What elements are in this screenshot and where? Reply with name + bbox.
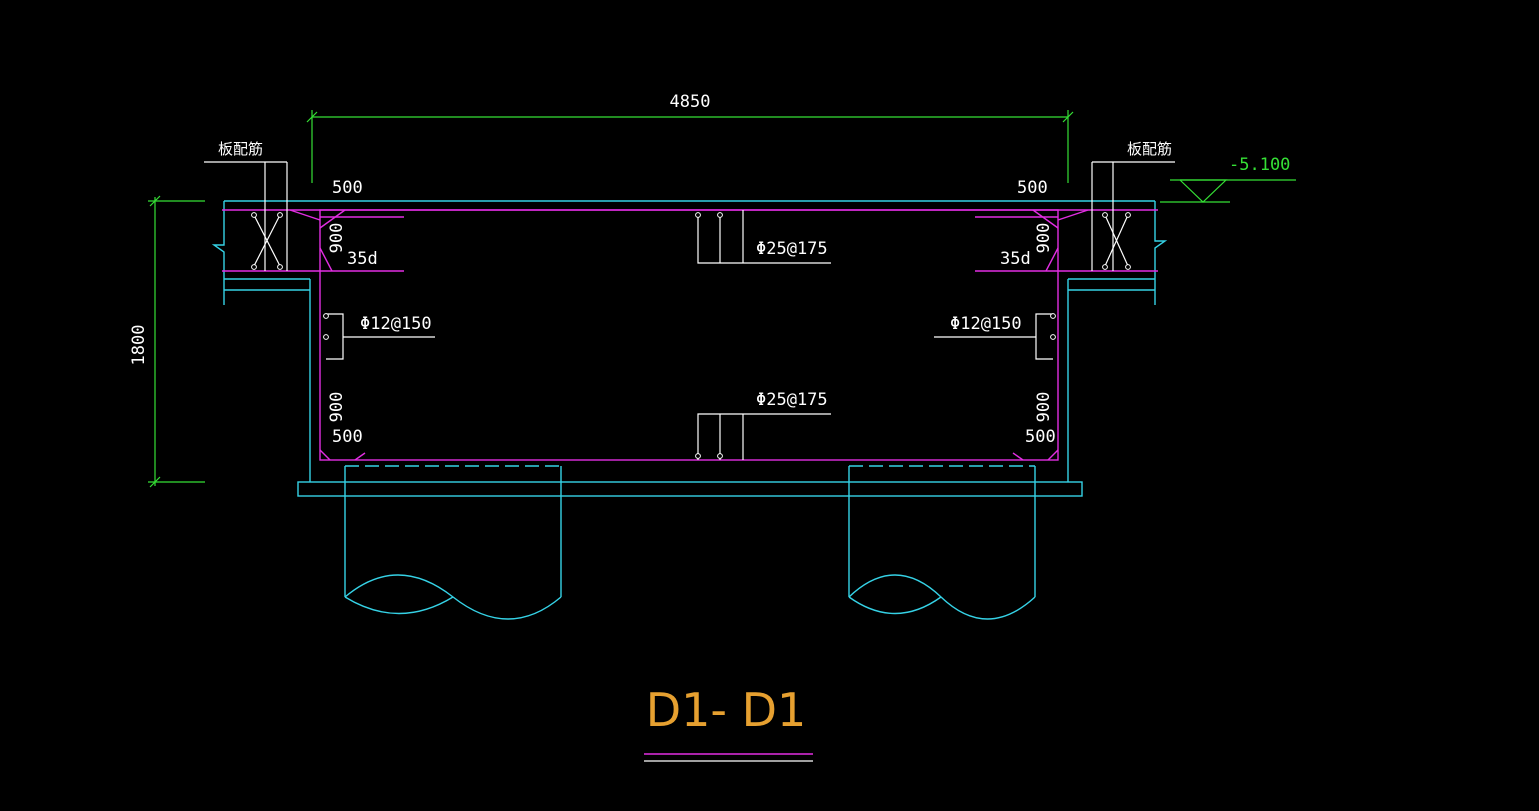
height-label: 1800	[129, 325, 149, 366]
rebar-lines	[222, 209, 1158, 461]
bottom-bar-label: Φ25@175	[756, 390, 828, 410]
anchor-left-label: 35d	[347, 249, 378, 269]
dimension-lines	[148, 110, 1074, 488]
section-title: D1- D1	[646, 683, 807, 737]
leader-lines	[204, 161, 1175, 460]
haunch-top-right-width: 500	[1017, 178, 1048, 198]
elevation-marker	[1160, 179, 1296, 203]
concrete-outline	[211, 200, 1168, 620]
haunch-bottom-left-width: 500	[332, 427, 363, 447]
haunch-top-left-width: 500	[332, 178, 363, 198]
wall-bar-right-label: Φ12@150	[950, 314, 1022, 334]
haunch-bottom-left-height: 900	[327, 392, 347, 423]
elevation-label: -5.100	[1229, 155, 1290, 175]
haunch-top-right-height: 900	[1034, 223, 1054, 254]
haunch-bottom-right-width: 500	[1025, 427, 1056, 447]
slab-note-right: 板配筋	[1127, 140, 1172, 158]
wall-bar-left-label: Φ12@150	[360, 314, 432, 334]
haunch-bottom-right-height: 900	[1034, 392, 1054, 423]
haunch-top-left-height: 900	[327, 223, 347, 254]
slab-note-left: 板配筋	[218, 140, 263, 158]
top-bar-label: Φ25@175	[756, 239, 828, 259]
overall-width-label: 4850	[670, 92, 711, 112]
anchor-right-label: 35d	[1000, 249, 1031, 269]
